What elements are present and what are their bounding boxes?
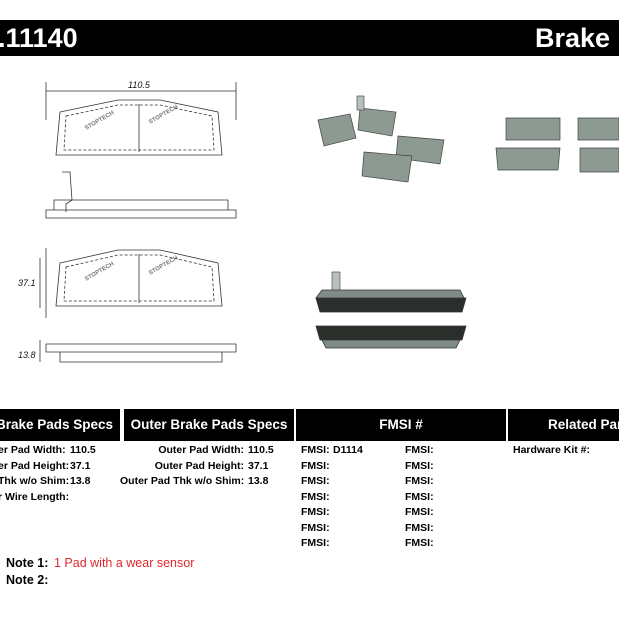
pad-outline-top [55,99,223,156]
fmsi-label: FMSI: [301,521,330,534]
dim-thickness-label: 13.8 [18,350,36,360]
outer-spec-value: 13.8 [248,475,269,487]
inner-spec-label: er Pad Width: [0,444,66,456]
fmsi-label: FMSI: [405,506,434,518]
pad-photo [577,117,619,141]
outer-spec-label: Outer Pad Width: [158,444,244,456]
outer-spec-value: 110.5 [248,444,274,456]
pad-friction-outline [63,104,215,151]
fmsi-label: FMSI: [301,444,330,456]
fmsi-title: FMSI # [379,417,423,432]
pad-bottom-view [59,352,223,363]
pad-outline-middle [55,249,223,307]
pad-side-photo [315,325,467,341]
pad-side-photo [321,339,461,349]
inner-spec-value: 37.1 [70,459,91,472]
pad-photo [579,147,619,173]
backing-plate-side [45,171,237,219]
inner-specs-header: Brake Pads Specs [0,409,120,441]
wear-sensor-tab [356,95,365,111]
inner-spec-value: 110.5 [70,444,96,456]
fmsi-label: FMSI: [405,521,434,534]
pad-stamp: STOPTECH [148,255,179,276]
pad-stamp: STOPTECH [84,261,115,282]
inner-spec-label: er Pad Height: [0,459,70,472]
outer-specs-title: Outer Brake Pads Specs [130,417,288,432]
dim-width-label: 110.5 [128,80,151,90]
page-title: Brake P [535,23,619,53]
part-number: .11140 [0,23,78,53]
hardware-kit-label: Hardware Kit #: [513,444,591,456]
pad-stamp: STOPTECH [148,104,179,125]
outer-spec-value: 37.1 [248,459,269,472]
pad-side-view [53,199,229,210]
fmsi-value: D1114 [333,444,363,456]
note2-label: Note 2: [6,573,49,587]
pad-photo [361,151,413,183]
header-bar: .11140 Brake P [0,20,619,56]
related-title: Related Par [548,417,619,432]
fmsi-label: FMSI: [405,490,434,503]
fmsi-label: FMSI: [405,444,434,456]
pad-photo [495,147,561,171]
related-header: Related Par [508,409,619,441]
outer-spec-label: Outer Pad Thk w/o Shim: [120,475,245,487]
inner-spec-value: 13.8 [70,475,91,487]
outer-specs-header: Outer Brake Pads Specs [124,409,294,441]
fmsi-label: FMSI: [301,475,330,487]
fmsi-label: FMSI: [405,475,434,487]
inner-spec-label: r Wire Length: [0,490,70,503]
dim-height-label: 37.1 [18,278,36,288]
pad-photo [505,117,561,141]
fmsi-label: FMSI: [405,537,434,549]
fmsi-label: FMSI: [301,459,330,472]
fmsi-label: FMSI: [301,490,330,503]
pad-stamp: STOPTECH [84,110,115,131]
outer-spec-label: Outer Pad Height: [154,459,244,472]
pad-photo [317,113,357,147]
fmsi-label: FMSI: [301,506,330,518]
note1-label: Note 1: [6,556,49,570]
pad-side-photo [315,297,467,313]
fmsi-label: FMSI: [301,537,330,549]
note1-text: 1 Pad with a wear sensor [54,556,195,570]
pad-friction-outline [63,254,215,302]
inner-spec-label: Thk w/o Shim: [0,475,70,487]
pad-side-photo [315,289,465,299]
fmsi-label: FMSI: [405,459,434,472]
inner-specs-title: Brake Pads Specs [0,417,114,432]
backing-plate-bottom [45,343,237,353]
pad-photo [357,107,397,137]
fmsi-header: FMSI # [296,409,506,441]
technical-drawing: 110.5 37.1 13.8 STOPTECH STOPTECH STOPTE… [18,80,619,363]
